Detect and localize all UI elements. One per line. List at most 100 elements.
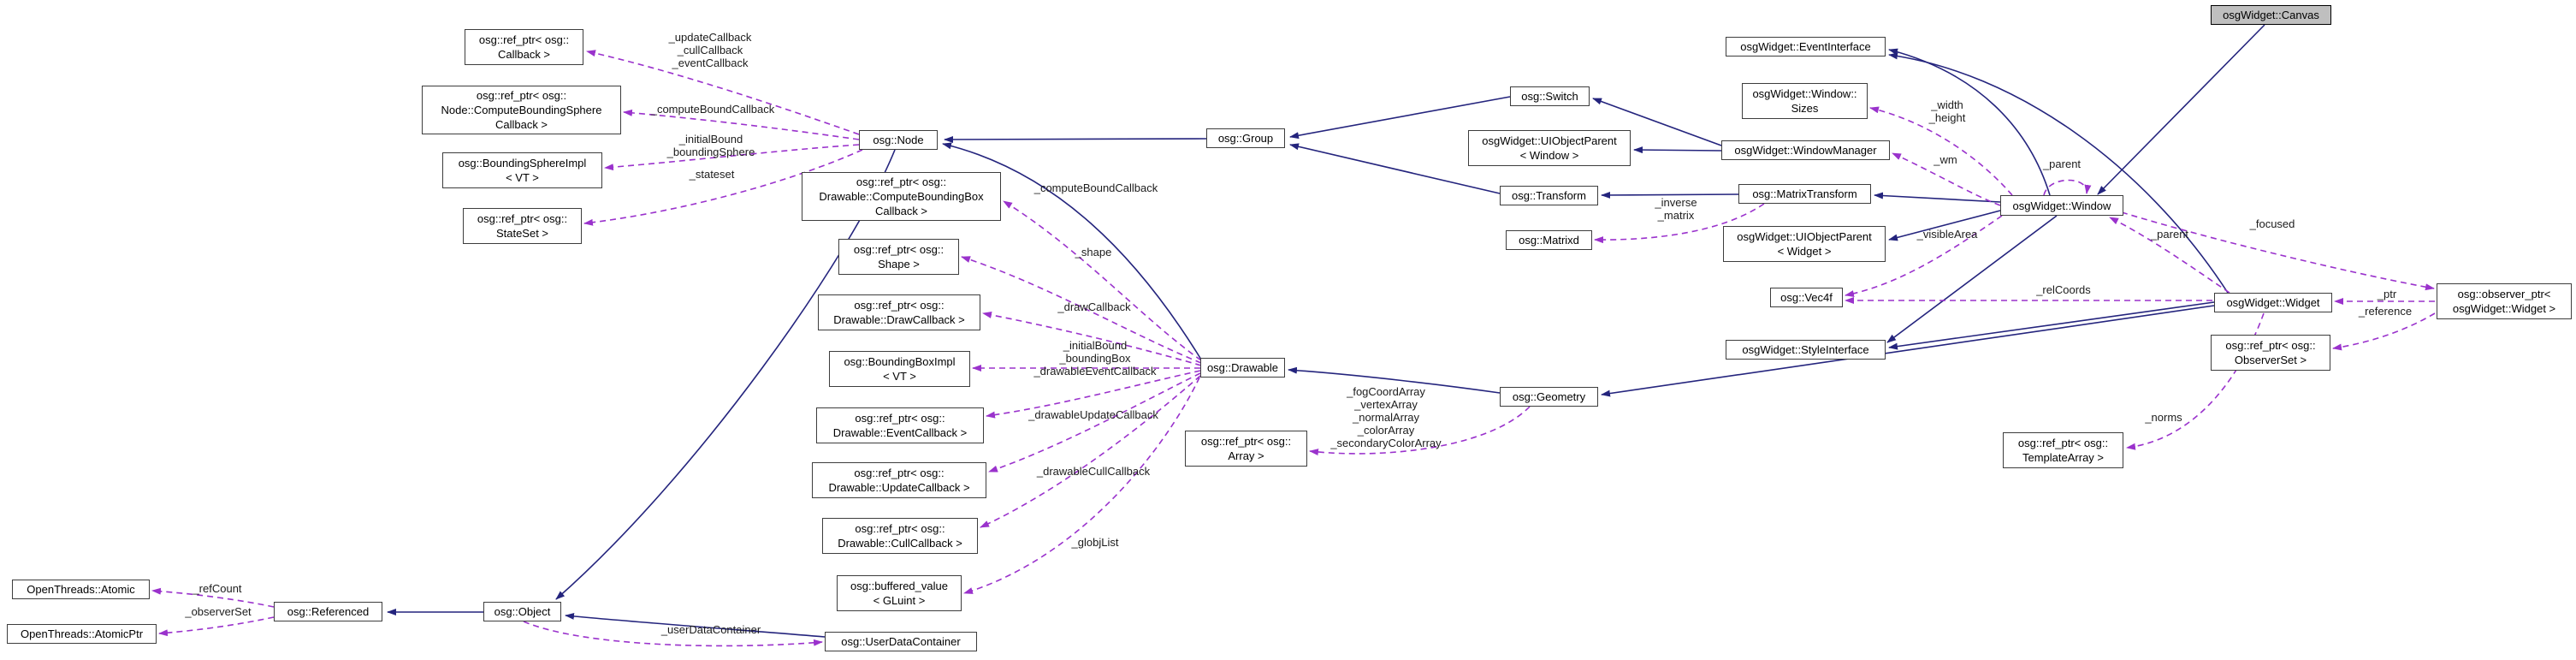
edge-drawable-to-ref_ptr_cbb (1003, 200, 1202, 361)
class-box-atomic[interactable]: OpenThreads::Atomic (12, 580, 150, 599)
class-box-label: osg::Node (873, 134, 924, 146)
class-box-matrixtransform[interactable]: osg::MatrixTransform (1738, 184, 1871, 204)
class-box-transform[interactable]: osg::Transform (1500, 186, 1598, 205)
edge-transform-to-group (1289, 143, 1501, 194)
class-box-styleinterface[interactable]: osgWidget::StyleInterface (1726, 340, 1886, 360)
class-box-matrixd[interactable]: osg::Matrixd (1506, 230, 1592, 250)
class-box-ref_ptr_templatearray[interactable]: osg::ref_ptr< osg::TemplateArray > (2003, 432, 2123, 468)
edge-label-drawCallback: _drawCallback (1057, 300, 1130, 313)
class-box-label: osgWidget::Window (2012, 199, 2111, 212)
edge-label-line: _ptr (2377, 288, 2397, 300)
class-box-object[interactable]: osg::Object (483, 602, 561, 621)
class-box-label: TemplateArray > (2022, 451, 2104, 464)
edge-label-reference: _reference (2359, 305, 2412, 318)
class-box-group[interactable]: osg::Group (1206, 128, 1285, 148)
class-box-label: < Window > (1519, 149, 1579, 162)
edge-label-line: _normalArray (1352, 411, 1420, 424)
class-box-label: Shape > (878, 258, 920, 271)
class-box-buffered_value[interactable]: osg::buffered_value< GLuint > (837, 575, 962, 611)
class-box-label: < VT > (506, 171, 539, 184)
class-box-label: osgWidget::StyleInterface (1742, 343, 1869, 356)
class-box-label: osg::observer_ptr< (2457, 288, 2551, 300)
class-box-label: Drawable::DrawCallback > (833, 313, 965, 326)
edge-node-to-boundingsphereimpl (604, 144, 860, 171)
class-box-node[interactable]: osg::Node (859, 130, 938, 150)
edge-switch-to-group (1289, 96, 1511, 140)
edge-group-to-node (944, 135, 1207, 143)
class-box-ref_ptr_node_cbs[interactable]: osg::ref_ptr< osg::Node::ComputeBounding… (422, 86, 621, 134)
class-box-ref_ptr_drawcb[interactable]: osg::ref_ptr< osg::Drawable::DrawCallbac… (818, 294, 980, 330)
class-box-label: osg::Object (494, 605, 551, 618)
edge-label-wm: _wm (1933, 153, 1957, 166)
edge-drawable-to-buffered_value (963, 377, 1200, 594)
edge-label-line: _userDataContainer (660, 623, 761, 636)
edge-window-to-window (2043, 179, 2092, 196)
class-box-label: Drawable::ComputeBoundingBox (819, 190, 984, 203)
class-box-label: OpenThreads::Atomic (27, 583, 135, 596)
class-box-uiop_window[interactable]: osgWidget::UIObjectParent< Window > (1468, 130, 1631, 166)
edge-widget-to-styleinterface (1888, 301, 2215, 350)
class-box-observer_ptr[interactable]: osg::observer_ptr<osgWidget::Widget > (2437, 283, 2572, 319)
class-box-label: osg::ref_ptr< osg:: (477, 212, 568, 225)
edge-label-drawableCullCallback: _drawableCullCallback (1037, 465, 1150, 478)
class-box-label: StateSet > (495, 227, 549, 240)
edge-label-line: _stateset (689, 168, 735, 181)
class-box-referenced[interactable]: osg::Referenced (274, 602, 382, 621)
class-box-boundingboximpl[interactable]: osg::BoundingBoxImpl< VT > (829, 351, 970, 387)
edge-label-userDataContainer: _userDataContainer (661, 623, 761, 636)
class-box-ref_ptr_observerset[interactable]: osg::ref_ptr< osg::ObserverSet > (2211, 335, 2330, 371)
class-box-eventinterface[interactable]: osgWidget::EventInterface (1726, 37, 1886, 56)
class-box-ref_ptr_eventcb[interactable]: osg::ref_ptr< osg::Drawable::EventCallba… (816, 407, 984, 443)
class-box-label: Drawable::EventCallback > (832, 426, 968, 439)
edge-label-line: _inverse (1655, 196, 1697, 209)
class-box-switch[interactable]: osg::Switch (1510, 86, 1590, 106)
class-box-label: Sizes (1791, 102, 1819, 115)
class-box-label: Array > (1228, 449, 1264, 462)
edge-node-to-ref_ptr_callback (586, 50, 860, 135)
edge-widget-to-geometry (1601, 305, 2215, 397)
class-box-window[interactable]: osgWidget::Window (2000, 195, 2123, 216)
edge-matrixtransform-to-matrixd (1594, 203, 1765, 244)
class-box-vec4f[interactable]: osg::Vec4f (1770, 288, 1843, 307)
class-box-ref_ptr_cullcb[interactable]: osg::ref_ptr< osg::Drawable::CullCallbac… (822, 518, 978, 554)
edge-window-to-windowmanager (1892, 152, 2001, 206)
class-box-ref_ptr_shape[interactable]: osg::ref_ptr< osg::Shape > (838, 239, 959, 275)
class-box-widget[interactable]: osgWidget::Widget (2214, 293, 2332, 312)
class-box-atomicptr[interactable]: OpenThreads::AtomicPtr (7, 624, 157, 644)
class-box-drawable[interactable]: osg::Drawable (1200, 358, 1285, 378)
edge-label-line: _focused (2249, 217, 2295, 230)
class-box-windowmanager[interactable]: osgWidget::WindowManager (1721, 140, 1890, 160)
edge-label-line: _relCoords (2036, 283, 2091, 296)
class-box-label: osg::Transform (1512, 189, 1586, 202)
class-box-userdatacontainer[interactable]: osg::UserDataContainer (825, 632, 977, 651)
edge-label-line: _fogCoordArray (1347, 385, 1425, 398)
class-box-uiop_widget[interactable]: osgWidget::UIObjectParent< Widget > (1723, 226, 1886, 262)
class-box-label: osgWidget::UIObjectParent (1737, 230, 1872, 243)
class-box-ref_ptr_array[interactable]: osg::ref_ptr< osg::Array > (1185, 431, 1307, 467)
class-box-window_sizes[interactable]: osgWidget::Window::Sizes (1742, 83, 1868, 119)
edge-label-line: _globjList (1071, 536, 1119, 549)
class-box-boundingsphereimpl[interactable]: osg::BoundingSphereImpl< VT > (442, 152, 602, 188)
edge-label-inverse: _inverse_matrix (1655, 196, 1697, 222)
class-box-ref_ptr_stateset[interactable]: osg::ref_ptr< osg::StateSet > (463, 208, 582, 244)
class-box-label: osg::ref_ptr< osg:: (476, 89, 567, 102)
class-box-label: osg::ref_ptr< osg:: (854, 467, 945, 479)
edge-label-width: _width_height (1929, 98, 1966, 124)
edge-referenced-to-atomic (151, 587, 275, 608)
edge-label-line: _secondaryColorArray (1330, 437, 1442, 449)
edge-label-norms: _norms (2145, 411, 2182, 424)
class-box-ref_ptr_cbb[interactable]: osg::ref_ptr< osg::Drawable::ComputeBoun… (802, 172, 1001, 221)
edge-label-parent: _parent (2151, 228, 2188, 241)
class-box-label: osgWidget::UIObjectParent (1482, 134, 1617, 147)
class-box-label: osg::ref_ptr< osg:: (855, 412, 945, 425)
edge-label-line: _boundingBox (1059, 352, 1131, 365)
class-box-ref_ptr_updatecb[interactable]: osg::ref_ptr< osg::Drawable::UpdateCallb… (812, 462, 986, 498)
class-box-geometry[interactable]: osg::Geometry (1500, 387, 1598, 407)
edge-window-to-styleinterface (1886, 215, 2058, 343)
class-box-label: osg::ref_ptr< osg:: (853, 243, 945, 256)
class-box-label: osg::Group (1217, 132, 1274, 145)
class-box-ref_ptr_callback[interactable]: osg::ref_ptr< osg::Callback > (465, 29, 583, 65)
edge-label-line: _width (1931, 98, 1963, 111)
edge-label-line: _updateCallback (668, 31, 752, 44)
edge-label-stateset: _stateset (690, 168, 735, 181)
